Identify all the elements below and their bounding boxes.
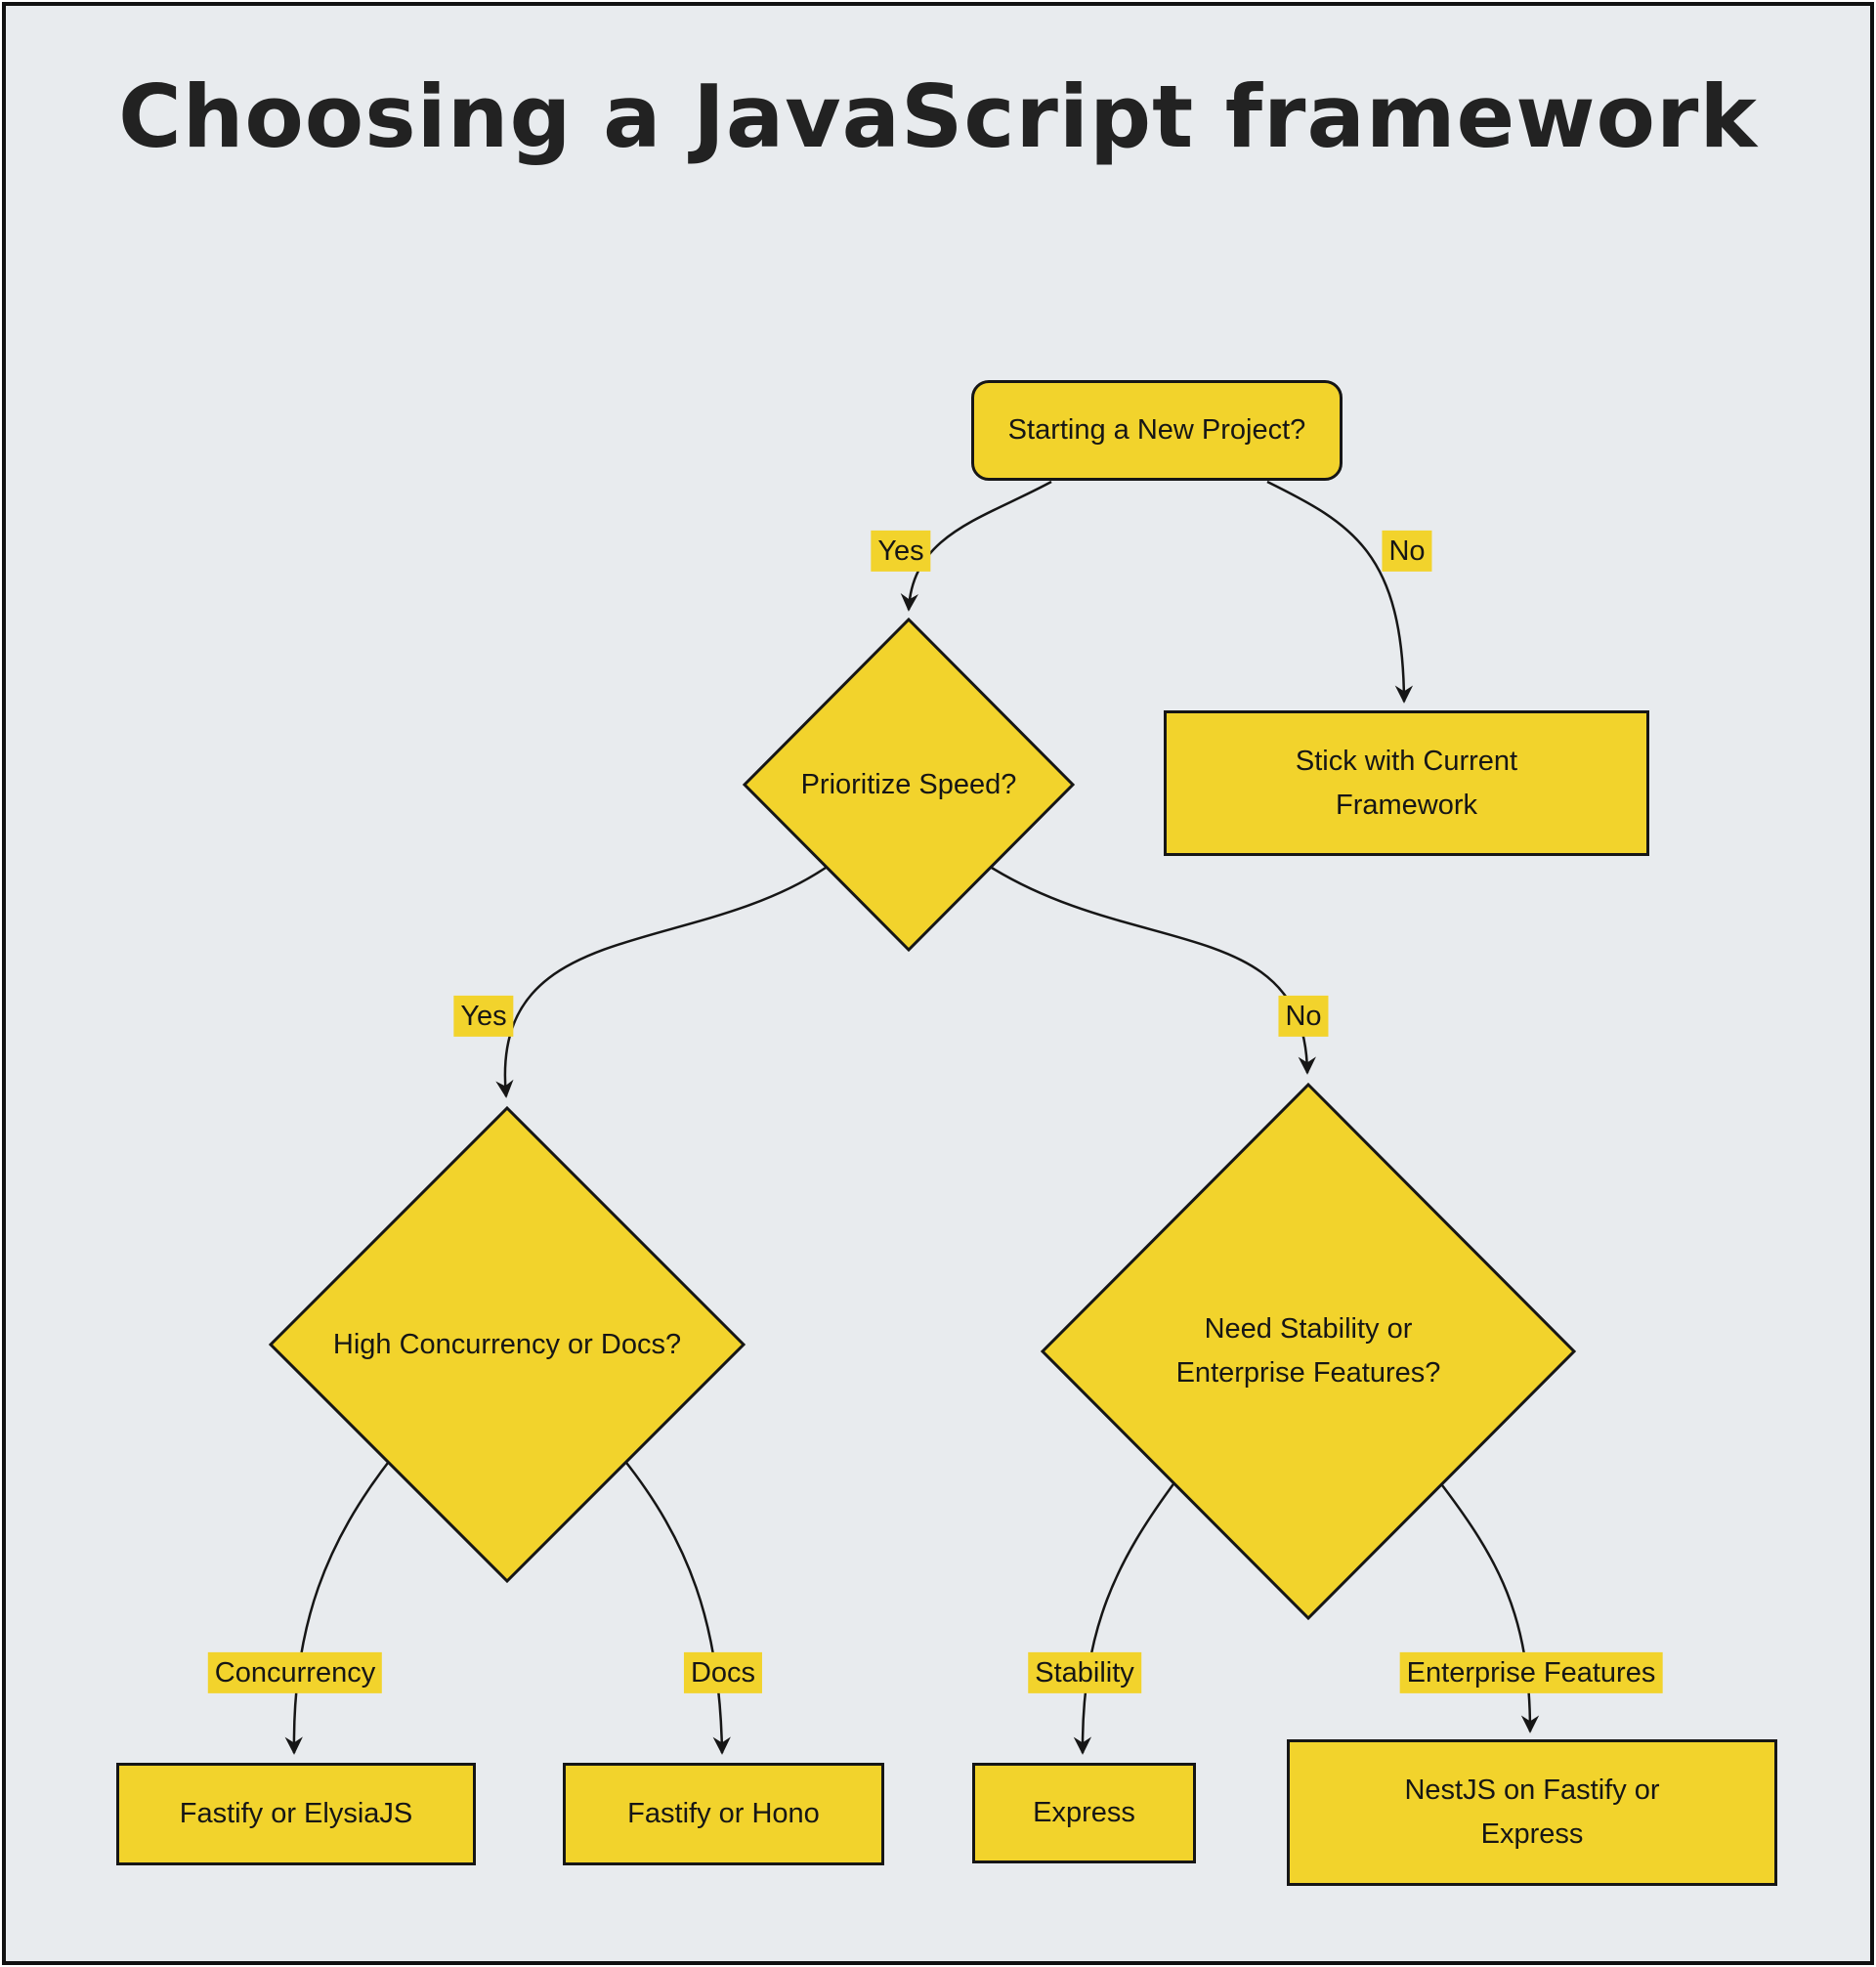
node-express: Express [972, 1763, 1196, 1863]
edge-start-yes [900, 480, 1052, 612]
edge-docs [622, 1458, 731, 1755]
flowchart-edges-layer [268, 480, 1577, 1755]
node-fastify-or-hono: Fastify or Hono [563, 1763, 884, 1865]
node-starting-new-project-label: Starting a New Project? [1007, 414, 1306, 447]
edge-label-yes-2: Yes [453, 995, 514, 1038]
node-stick-with-current: Stick with Current Framework [1164, 710, 1649, 856]
node-high-concurrency-shape [268, 1105, 746, 1584]
edge-label-enterprise-features: Enterprise Features [1399, 1651, 1663, 1694]
edge-speed-no [991, 866, 1316, 1075]
node-nestjs-label: NestJS on Fastify or Express [1404, 1775, 1660, 1850]
node-express-label: Express [1033, 1797, 1135, 1829]
edge-label-no-2: No [1278, 995, 1329, 1038]
edge-label-concurrency: Concurrency [207, 1651, 383, 1694]
node-need-stability-shape [1040, 1082, 1577, 1621]
edge-label-docs: Docs [683, 1651, 763, 1694]
edge-speed-yes [495, 866, 827, 1098]
node-prioritize-speed-shape [742, 617, 1076, 953]
diagram-title: Choosing a JavaScript framework [118, 66, 1758, 167]
node-starting-new-project: Starting a New Project? [971, 380, 1343, 481]
edge-enterprise [1438, 1480, 1540, 1733]
edge-label-yes-1: Yes [871, 530, 931, 573]
edge-label-no-1: No [1382, 530, 1432, 573]
node-fastify-or-elysiajs-label: Fastify or ElysiaJS [179, 1798, 413, 1830]
edge-start-no [1266, 480, 1414, 704]
node-nestjs: NestJS on Fastify or Express [1287, 1739, 1777, 1886]
edge-label-stability: Stability [1028, 1651, 1141, 1694]
edge-stability [1073, 1480, 1177, 1755]
edge-concurrency [284, 1458, 392, 1755]
node-stick-with-current-label: Stick with Current Framework [1295, 745, 1518, 821]
node-fastify-or-hono-label: Fastify or Hono [627, 1798, 820, 1830]
node-fastify-or-elysiajs: Fastify or ElysiaJS [116, 1763, 476, 1865]
